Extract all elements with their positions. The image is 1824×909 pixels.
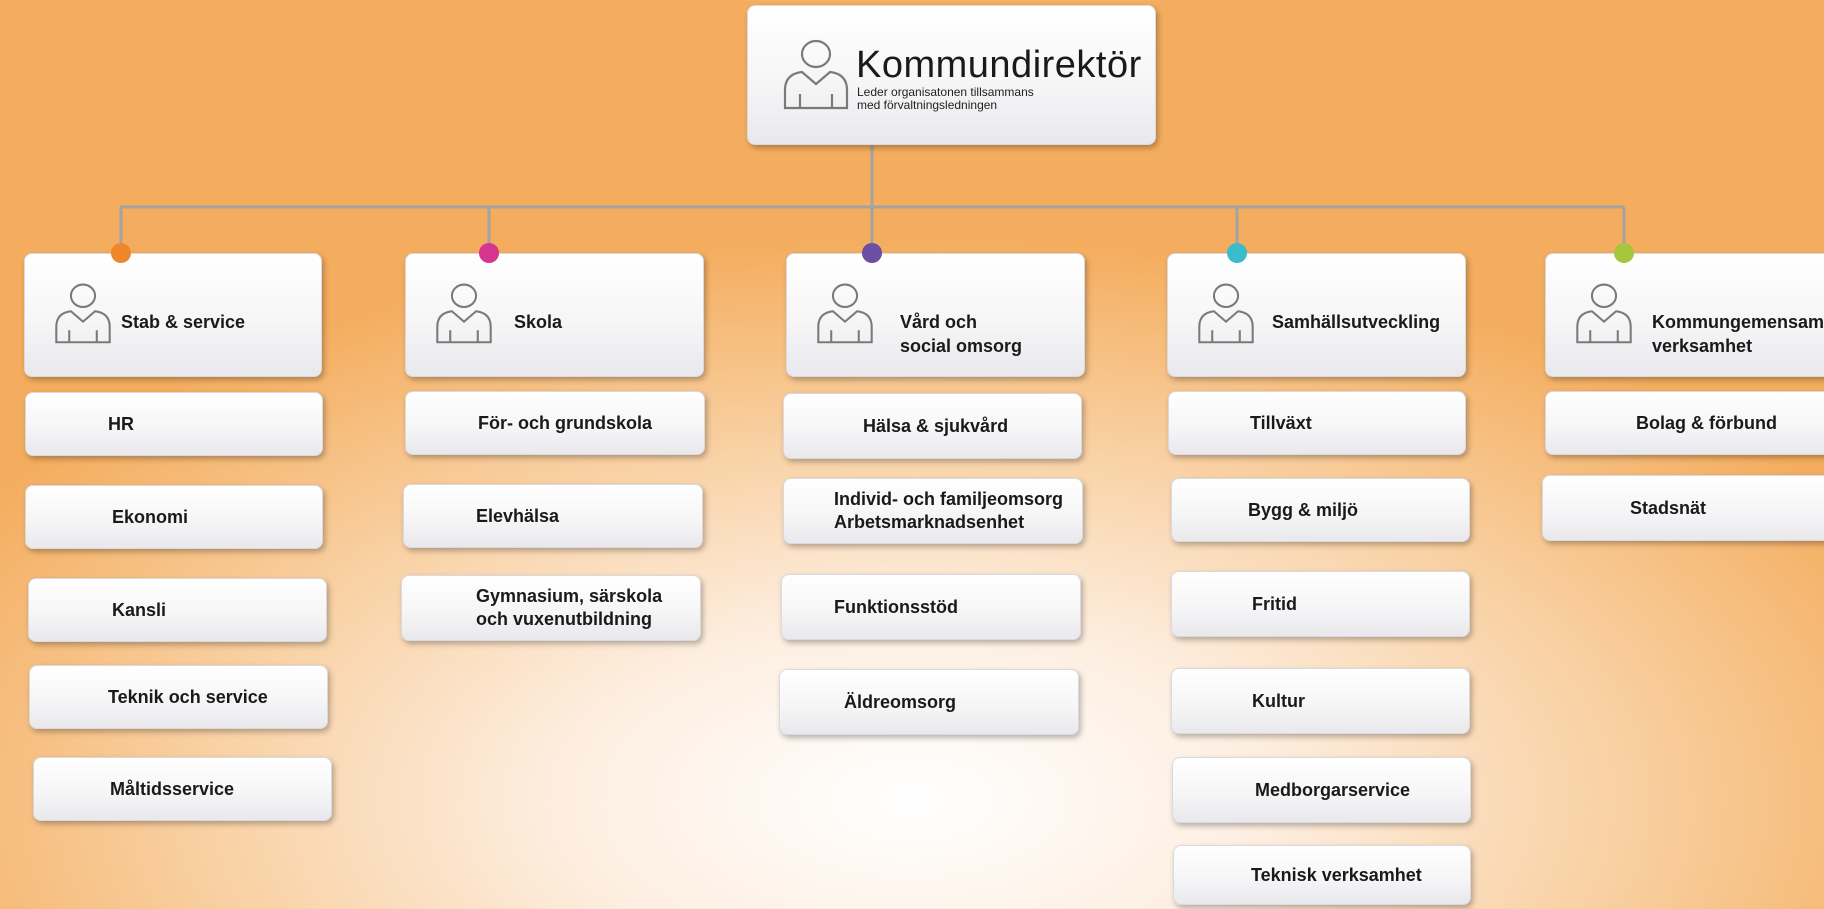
unit-box: HR	[25, 392, 323, 456]
person-icon	[55, 283, 111, 344]
unit-box: Måltidsservice	[33, 757, 332, 821]
unit-box: Kansli	[28, 578, 327, 642]
unit-label: Äldreomsorg	[844, 691, 957, 712]
unit-label: Teknik och service	[108, 686, 268, 707]
page-title: Kommundirektör	[856, 44, 1142, 86]
department-dot-kommungemensam	[1614, 243, 1634, 263]
unit-label: Stadsnät	[1630, 497, 1707, 518]
unit-label: Hälsa & sjukvård	[863, 415, 1009, 436]
unit-box: Kultur	[1171, 668, 1470, 734]
unit-label: Kultur	[1252, 690, 1305, 711]
unit-label: Elevhälsa	[476, 505, 560, 526]
department-head-kommungemensam: Kommungemensam verksamhet	[1545, 253, 1824, 377]
kommundirektor-box: Kommundirektör Leder organisatonen tills…	[747, 5, 1156, 145]
unit-box: Stadsnät	[1542, 475, 1824, 541]
unit-box: Funktionsstöd	[781, 574, 1081, 640]
unit-label: För- och grundskola	[478, 412, 653, 433]
unit-label: Gymnasium, särskola och vuxenutbildning	[476, 586, 663, 629]
unit-label: Bygg & miljö	[1248, 499, 1359, 520]
unit-label: Medborgarservice	[1255, 779, 1411, 800]
department-label: Stab & service	[121, 312, 246, 332]
department-head-skola: Skola	[405, 253, 704, 377]
department-dot-samhall	[1227, 243, 1247, 263]
unit-label: Kansli	[112, 599, 167, 620]
department-label: Kommungemensam verksamhet	[1652, 312, 1824, 356]
department-label: Samhällsutveckling	[1272, 312, 1441, 332]
person-icon	[1198, 283, 1254, 344]
person-icon	[1576, 283, 1632, 344]
unit-box: Individ- och familjeomsorg Arbetsmarknad…	[783, 478, 1083, 544]
department-label: Vård och social omsorg	[900, 312, 1023, 356]
department-dot-stab	[111, 243, 131, 263]
department-dot-skola	[479, 243, 499, 263]
person-icon	[817, 283, 873, 344]
unit-box: Tillväxt	[1168, 391, 1466, 455]
unit-label: HR	[108, 413, 134, 434]
unit-box: Teknik och service	[29, 665, 328, 729]
unit-box: Medborgarservice	[1172, 757, 1471, 823]
unit-label: Fritid	[1252, 593, 1297, 614]
unit-box: Äldreomsorg	[779, 669, 1079, 735]
department-label: Skola	[514, 312, 563, 332]
unit-label: Måltidsservice	[110, 778, 235, 799]
department-head-vard: Vård och social omsorg	[786, 253, 1085, 377]
unit-box: Elevhälsa	[403, 484, 703, 548]
unit-label: Funktionsstöd	[834, 596, 958, 617]
unit-box: För- och grundskola	[405, 391, 705, 455]
department-head-stab: Stab & service	[24, 253, 322, 377]
unit-box: Hälsa & sjukvård	[783, 393, 1082, 459]
unit-box: Teknisk verksamhet	[1173, 845, 1471, 905]
unit-box: Ekonomi	[25, 485, 323, 549]
department-head-samhall: Samhällsutveckling	[1167, 253, 1466, 377]
person-icon	[436, 283, 492, 344]
unit-box: Bygg & miljö	[1171, 478, 1470, 542]
unit-label: Individ- och familjeomsorg Arbetsmarknad…	[834, 489, 1064, 532]
department-dot-vard	[862, 243, 882, 263]
unit-label: Bolag & förbund	[1636, 412, 1777, 433]
unit-label: Ekonomi	[112, 506, 189, 527]
title-description: Leder organisatonen tillsammans med förv…	[857, 85, 1034, 112]
unit-label: Teknisk verksamhet	[1251, 864, 1422, 885]
unit-box: Gymnasium, särskola och vuxenutbildning	[401, 575, 701, 641]
person-icon	[783, 39, 849, 110]
unit-box: Bolag & förbund	[1545, 391, 1824, 455]
unit-box: Fritid	[1171, 571, 1470, 637]
unit-label: Tillväxt	[1250, 412, 1312, 433]
